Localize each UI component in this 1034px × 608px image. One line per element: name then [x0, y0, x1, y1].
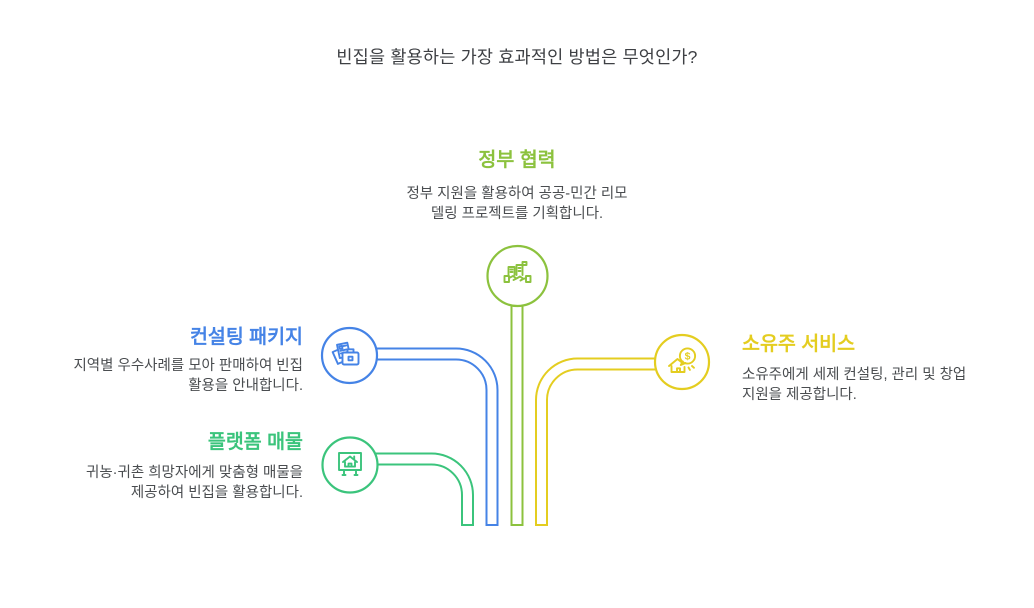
connector-consulting [372, 347, 499, 526]
owner-description: 소유주에게 세제 컨설팅, 관리 및 창업 지원을 제공합니다. [742, 365, 1017, 405]
owner-description-line2: 지원을 제공합니다. [742, 387, 857, 403]
consulting-heading: 컨설팅 패키지 [189, 326, 303, 348]
consulting-description-line1: 지역별 우수사례를 모아 판매하여 빈집 [73, 358, 303, 374]
consulting-description-line2: 활용을 안내합니다. [188, 378, 303, 394]
government-circle [486, 244, 549, 308]
dollar-symbol: $ [685, 350, 691, 362]
government-description: 정부 지원을 활용하여 공공-민간 리모 델링 프로젝트를 기획합니다. [387, 184, 647, 224]
government-heading: 정부 협력 [478, 149, 556, 171]
page-title: 빈집을 활용하는 가장 효과적인 방법은 무엇인가? [336, 47, 698, 67]
consulting-description: 지역별 우수사례를 모아 판매하여 빈집 활용을 안내합니다. [45, 356, 303, 396]
connector-owner [535, 357, 660, 526]
buildings-handshake-icon [503, 261, 532, 283]
government-description-line2: 델링 프로젝트를 기획합니다. [430, 206, 604, 222]
house-signboard-icon [338, 452, 362, 476]
platform-description: 귀농·귀촌 희망자에게 맞춤형 매물을 제공하여 빈집을 활용합니다. [45, 463, 303, 503]
platform-description-line1: 귀농·귀촌 희망자에게 맞춤형 매물을 [85, 465, 303, 481]
house-dollar-bubble-icon: $ [668, 347, 697, 373]
documents-briefcase-icon [331, 341, 360, 366]
platform-description-line2: 제공하여 빈집을 활용합니다. [130, 485, 303, 501]
platform-circle [321, 436, 379, 494]
owner-description-line1: 소유주에게 세제 컨설팅, 관리 및 창업 [742, 367, 967, 383]
owner-heading: 소유주 서비스 [742, 333, 856, 355]
government-description-line1: 정부 지원을 활용하여 공공-민간 리모 [406, 186, 628, 202]
connector-platform [372, 452, 474, 526]
platform-heading: 플랫폼 매물 [207, 431, 303, 453]
